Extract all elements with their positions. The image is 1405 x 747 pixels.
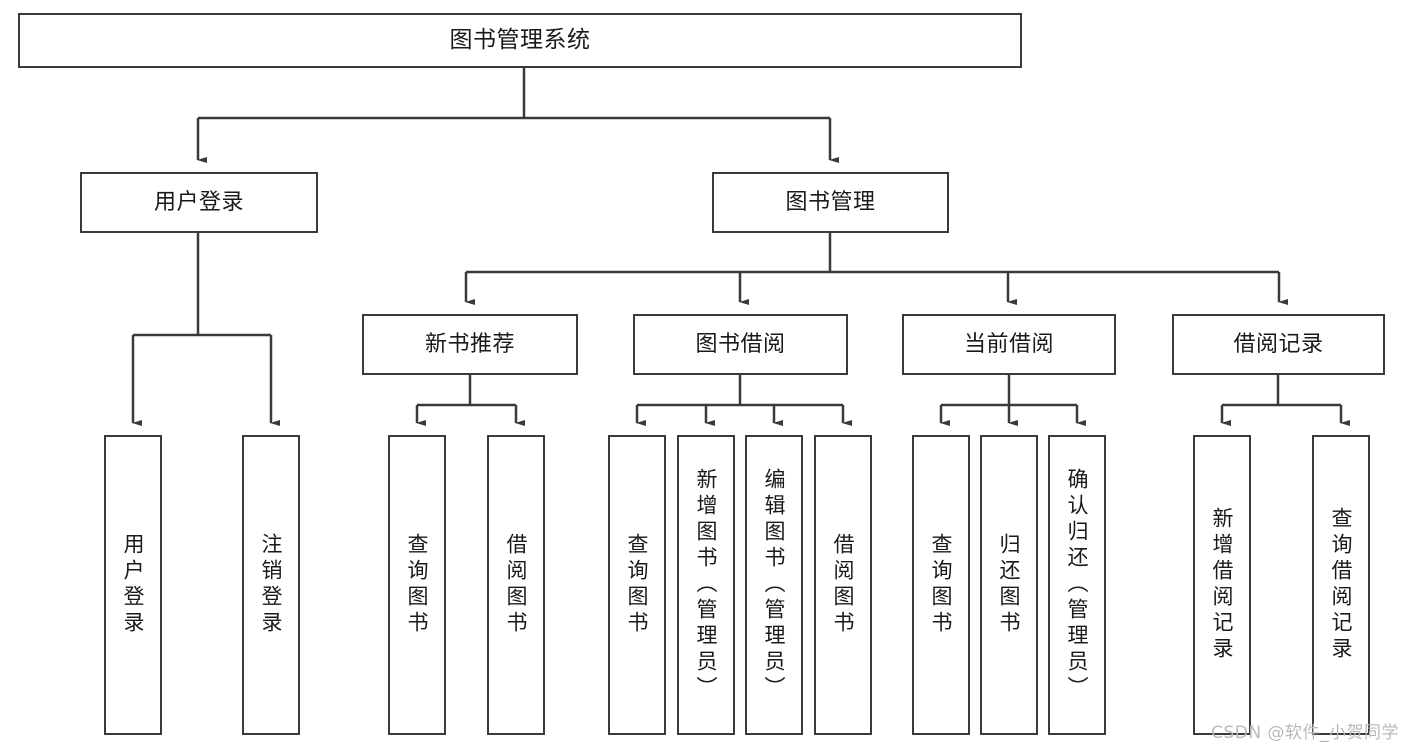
leaf-add-borrow-record[interactable]: 新增借阅记录 [1193,435,1251,735]
node-label: 查询借阅记录 [1329,507,1354,663]
node-label: 图书管理系统 [449,26,591,53]
leaf-edit-book-admin[interactable]: 编辑图书（管理员） [745,435,803,735]
leaf-logout[interactable]: 注销登录 [242,435,300,735]
leaf-query-book-borrow[interactable]: 查询图书 [608,435,666,735]
node-label: 当前借阅 [963,331,1054,357]
node-label: 确认归还（管理员） [1065,468,1090,702]
node-label: 借阅图书 [504,533,529,637]
node-user-login[interactable]: 用户登录 [80,172,318,233]
leaf-borrow-book[interactable]: 借阅图书 [814,435,872,735]
node-label: 借阅图书 [831,533,856,637]
node-label: 用户登录 [153,189,244,215]
node-label: 借阅记录 [1233,331,1324,357]
node-label: 图书借阅 [695,331,786,357]
leaf-add-book-admin[interactable]: 新增图书（管理员） [677,435,735,735]
node-book-borrow[interactable]: 图书借阅 [633,314,848,375]
node-current-borrow[interactable]: 当前借阅 [902,314,1116,375]
node-label: 查询图书 [929,533,954,637]
node-label: 查询图书 [405,533,430,637]
node-label: 新增图书（管理员） [694,468,719,702]
leaf-query-book-recommend[interactable]: 查询图书 [388,435,446,735]
node-label: 注销登录 [259,533,284,637]
node-label: 新书推荐 [424,331,515,357]
node-root[interactable]: 图书管理系统 [18,13,1022,68]
leaf-borrow-book-recommend[interactable]: 借阅图书 [487,435,545,735]
leaf-return-book[interactable]: 归还图书 [980,435,1038,735]
node-label: 归还图书 [997,533,1022,637]
leaf-query-book-current[interactable]: 查询图书 [912,435,970,735]
watermark-text: CSDN @软件_小贺同学 [1211,723,1399,743]
node-new-book-recommend[interactable]: 新书推荐 [362,314,578,375]
leaf-confirm-return-admin[interactable]: 确认归还（管理员） [1048,435,1106,735]
leaf-query-borrow-record[interactable]: 查询借阅记录 [1312,435,1370,735]
node-label: 用户登录 [121,533,146,637]
node-label: 图书管理 [785,189,876,215]
node-label: 编辑图书（管理员） [762,468,787,702]
node-borrow-records[interactable]: 借阅记录 [1172,314,1385,375]
node-label: 查询图书 [625,533,650,637]
node-book-management[interactable]: 图书管理 [712,172,949,233]
leaf-user-login[interactable]: 用户登录 [104,435,162,735]
node-label: 新增借阅记录 [1210,507,1235,663]
